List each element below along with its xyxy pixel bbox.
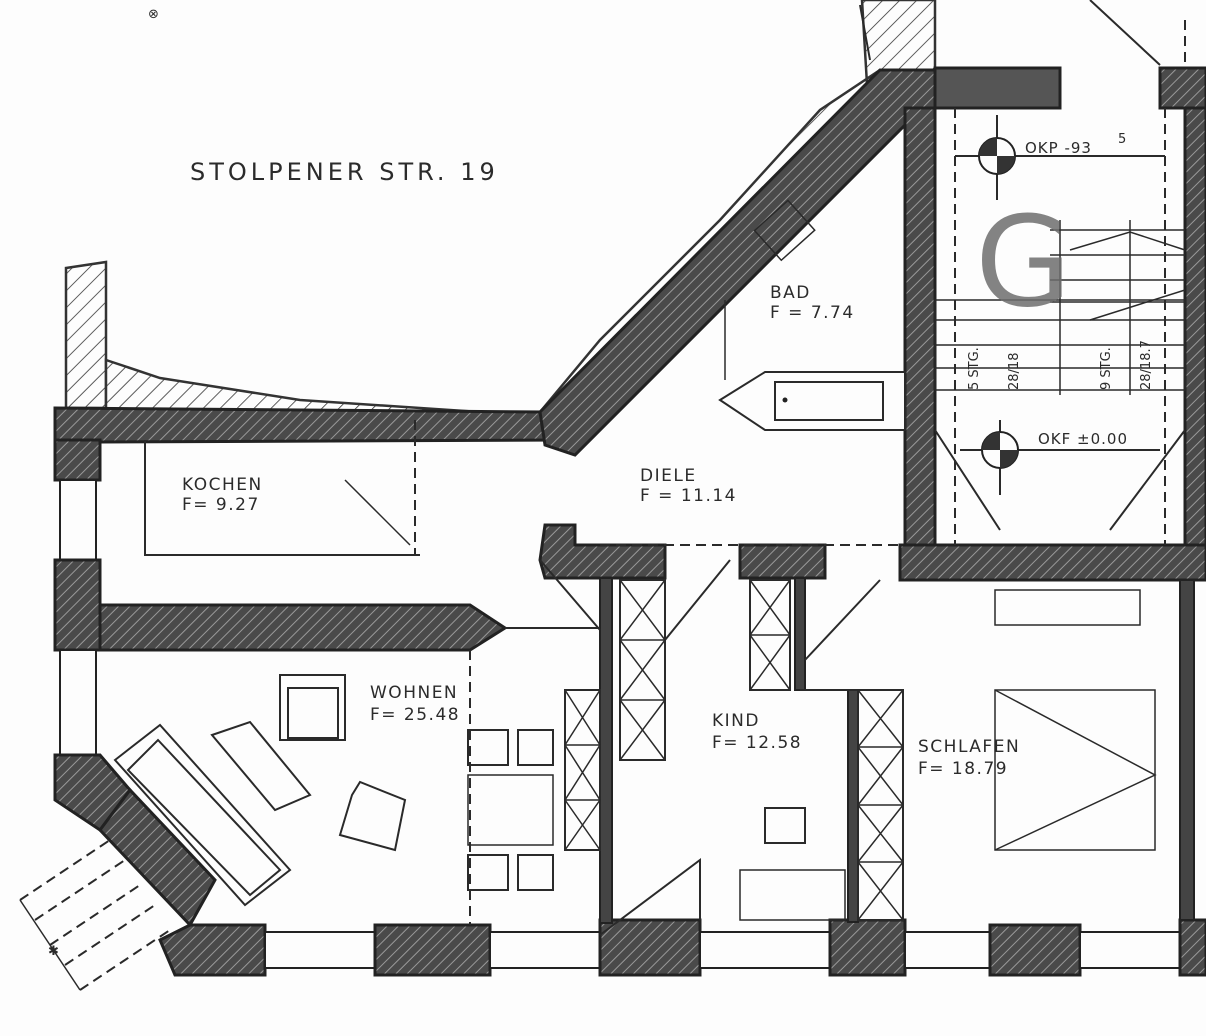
stair-annotation-1: 5 STG. 28/18	[967, 347, 1022, 390]
staircase	[934, 108, 1186, 545]
level-marker-lower: OKF ±0.00	[960, 420, 1160, 495]
room-kind: KIND F= 12.58	[712, 711, 802, 753]
room-wohnen: WOHNEN F= 25.48	[370, 683, 460, 725]
svg-text:5 STG.: 5 STG.	[967, 347, 982, 390]
room-diele: DIELE F = 11.14	[640, 466, 737, 506]
room-kochen: KOCHEN F= 9.27	[182, 475, 263, 515]
room-name: SCHLAFEN	[918, 737, 1020, 757]
room-name: WOHNEN	[370, 683, 458, 703]
walls	[53, 66, 1206, 977]
svg-text:28/18.7: 28/18.7	[1139, 340, 1154, 390]
room-area: F = 7.74	[770, 303, 855, 323]
step-marker-icon: ✱	[48, 944, 59, 959]
external-steps: ✱ ⊗	[19, 7, 171, 991]
room-name: DIELE	[640, 466, 697, 486]
svg-text:9 STG.: 9 STG.	[1099, 347, 1114, 390]
room-area: F= 18.79	[918, 759, 1008, 779]
page-title: STOLPENER STR. 19	[190, 158, 499, 186]
svg-text:28/18: 28/18	[1007, 353, 1022, 390]
wardrobes	[564, 579, 904, 921]
room-name: KIND	[712, 711, 760, 731]
level-marker-upper: OKP -93 5	[955, 115, 1165, 200]
room-name: KOCHEN	[182, 475, 263, 495]
room-bad: BAD F = 7.74	[770, 283, 855, 323]
stair-marker: G	[975, 190, 1072, 335]
door-swings	[414, 0, 1186, 936]
room-area: F = 11.14	[640, 486, 737, 506]
stair-annotation-2: 9 STG. 28/18.7	[1099, 340, 1154, 390]
level-lower-label: OKF ±0.00	[1038, 430, 1128, 448]
room-area: F= 25.48	[370, 705, 460, 725]
room-name: BAD	[770, 283, 811, 303]
level-upper-superscript: 5	[1118, 132, 1126, 147]
room-schlafen: SCHLAFEN F= 18.79	[918, 737, 1020, 779]
room-area: F= 12.58	[712, 733, 802, 753]
north-marker-icon: ⊗	[148, 7, 159, 22]
level-upper-label: OKP -93	[1025, 139, 1092, 157]
furniture	[113, 199, 1186, 921]
room-area: F= 9.27	[182, 495, 260, 515]
